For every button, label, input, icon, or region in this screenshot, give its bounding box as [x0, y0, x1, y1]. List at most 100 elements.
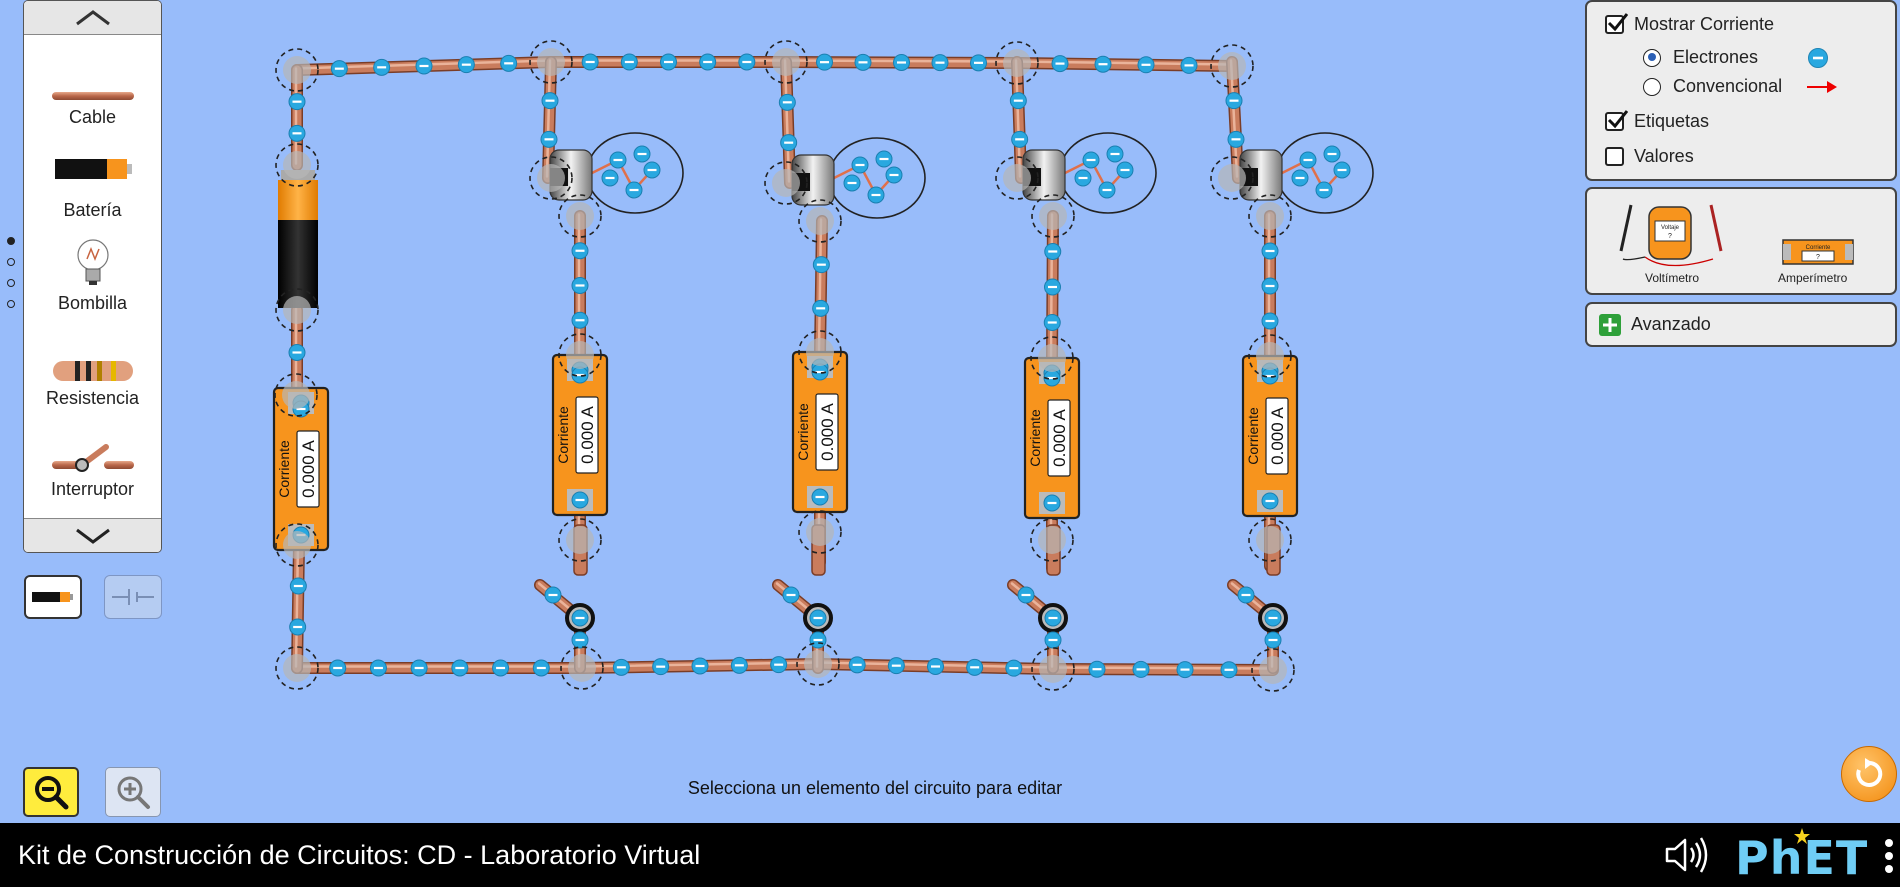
electron-minus [419, 64, 429, 68]
checkbox-box[interactable] [1605, 110, 1628, 131]
vertex-handle[interactable] [1210, 156, 1254, 200]
vertex-handle[interactable] [1030, 518, 1074, 562]
wire[interactable] [291, 64, 303, 171]
junctions-layer[interactable] [274, 40, 1295, 692]
electron-minus [1110, 152, 1120, 156]
page-dot[interactable] [7, 279, 15, 287]
phet-logo[interactable]: PhET [1735, 828, 1870, 885]
vertex-handle[interactable] [1248, 334, 1292, 378]
electron [451, 659, 469, 677]
checkbox-box[interactable] [1605, 13, 1628, 34]
vertex-handle[interactable] [275, 646, 319, 690]
vertex-handle[interactable] [1248, 194, 1292, 238]
show-current-checkbox[interactable]: Mostrar Corriente [1605, 13, 1774, 35]
electron [770, 656, 788, 674]
electron [1180, 56, 1198, 74]
toolbox-item-bulb[interactable]: Bombilla [24, 237, 161, 317]
advanced-panel[interactable]: Avanzado [1585, 302, 1897, 347]
vertex-handle[interactable] [1251, 648, 1295, 692]
page-dot[interactable] [7, 237, 15, 245]
page-dot[interactable] [7, 258, 15, 266]
electron [1082, 151, 1100, 169]
electron [851, 156, 869, 174]
vertex-handle[interactable] [1248, 518, 1292, 562]
electron-minus [1048, 616, 1058, 620]
electron-minus [1319, 188, 1329, 192]
vertex-handle[interactable] [764, 161, 808, 205]
values-checkbox[interactable]: Valores [1605, 146, 1694, 167]
electron [581, 53, 599, 71]
toolbox-item-switch[interactable]: Interruptor [24, 441, 161, 501]
wire[interactable] [780, 56, 796, 189]
vertex-dot [537, 48, 565, 76]
battery[interactable] [278, 170, 318, 308]
zoom-in-button[interactable] [105, 767, 161, 817]
toolbox-scroll-down-button[interactable] [24, 518, 161, 552]
sound-icon[interactable] [1663, 835, 1711, 875]
electrons-radio[interactable]: Electrones [1643, 47, 1758, 68]
radio-button[interactable] [1643, 77, 1661, 96]
electron-minus [292, 351, 302, 354]
vertex-handle[interactable] [558, 194, 602, 238]
wire[interactable] [814, 215, 828, 358]
toolbox-item-resistor[interactable]: Resistencia [24, 358, 161, 418]
electron [500, 54, 518, 72]
vertex-handle[interactable] [274, 373, 318, 417]
zoom-out-button[interactable] [23, 767, 79, 817]
toolbox-item-label: Bombilla [57, 293, 128, 313]
vertex-handle[interactable] [275, 288, 319, 332]
checkbox-box[interactable] [1605, 147, 1624, 166]
schematic-view-button[interactable] [104, 575, 162, 619]
vertex-handle[interactable] [995, 156, 1039, 200]
electron [330, 60, 348, 78]
vertex-handle[interactable] [529, 156, 573, 200]
wires-layer[interactable] [291, 56, 1279, 676]
vertex-handle[interactable] [275, 523, 319, 567]
electron-minus [1048, 638, 1058, 642]
wire[interactable] [1011, 56, 1027, 184]
lifelike-view-button[interactable] [24, 575, 82, 619]
reset-all-button[interactable] [1841, 746, 1897, 802]
bulb-filament [589, 158, 653, 193]
vertex-handle[interactable] [798, 510, 842, 554]
electron-minus [1180, 668, 1190, 671]
vertex-handle[interactable] [1210, 44, 1254, 88]
page-dot[interactable] [7, 300, 15, 308]
voltmeter-tool[interactable]: Voltaje ? [1617, 199, 1727, 279]
vertex-handle[interactable] [764, 40, 808, 84]
electron [867, 186, 885, 204]
vertex-handle[interactable] [275, 143, 319, 187]
electron [843, 174, 861, 192]
vertex-handle[interactable] [798, 330, 842, 374]
toolbox-item-battery[interactable]: Batería [24, 156, 161, 220]
toolbox-scroll-up-button[interactable] [24, 1, 161, 35]
vertex-handle[interactable] [558, 518, 602, 562]
conventional-radio[interactable]: Convencional [1643, 76, 1782, 97]
vertex-handle[interactable] [1030, 336, 1074, 380]
electron-minus [292, 132, 302, 135]
electron-minus [879, 157, 889, 161]
vertex-handle[interactable] [798, 199, 842, 243]
vertex-handle[interactable] [1031, 647, 1075, 691]
labels-checkbox[interactable]: Etiquetas [1605, 110, 1709, 132]
electrons-label: Electrones [1673, 47, 1759, 67]
toolbox-item-wire[interactable]: Cable [24, 81, 161, 131]
vertex-handle[interactable] [558, 333, 602, 377]
radio-button[interactable] [1643, 48, 1661, 67]
wire[interactable] [1011, 57, 1238, 72]
wire[interactable] [1047, 663, 1279, 676]
vertex-dot [1038, 344, 1066, 372]
ammeter-tool[interactable]: Corriente ? [1782, 239, 1854, 265]
vertex-handle[interactable] [995, 41, 1039, 85]
options-menu-button[interactable] [1884, 838, 1894, 874]
vertex-handle[interactable] [529, 40, 573, 84]
vertex-handle[interactable] [1031, 194, 1075, 238]
vertex-handle[interactable] [796, 642, 840, 686]
wire[interactable] [291, 539, 305, 674]
vertex-handle[interactable] [275, 48, 319, 92]
vertex-handle[interactable] [560, 646, 604, 690]
